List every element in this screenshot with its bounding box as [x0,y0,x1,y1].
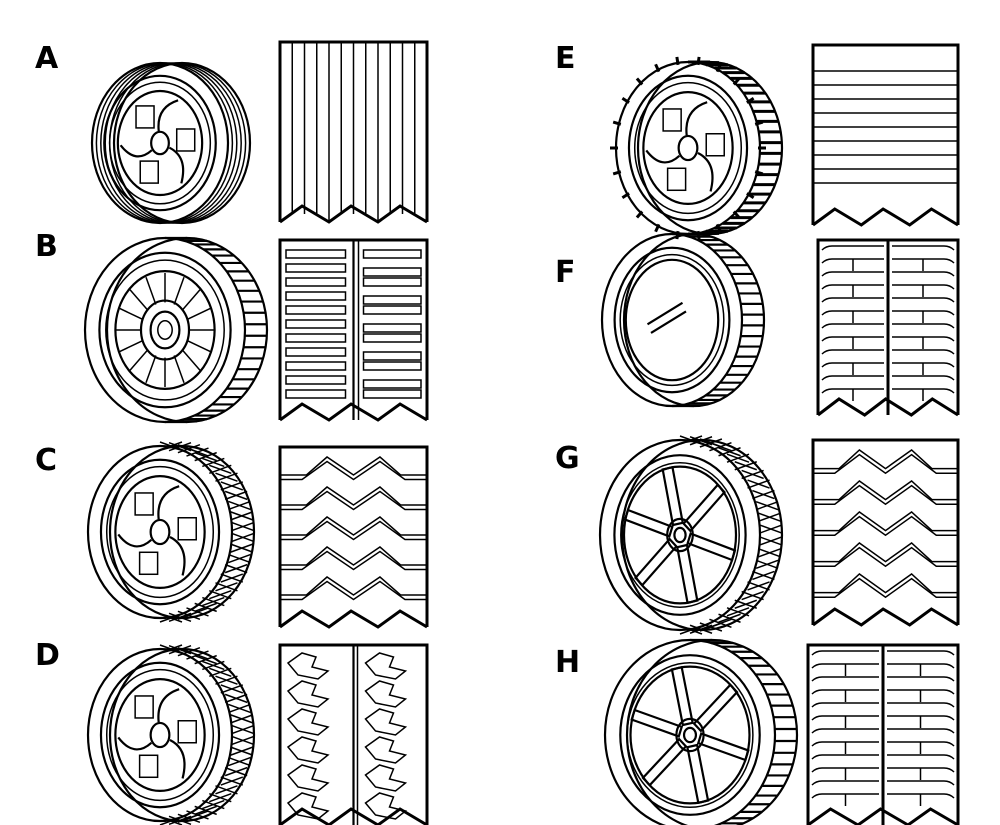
panel-e: E [555,41,960,240]
panel-label-f: F [555,255,576,290]
wheel-f [600,232,766,408]
panel-h: H [555,638,960,825]
panel-label-g: G [555,441,580,476]
panel-label-h: H [555,645,580,680]
wheel-h [603,638,799,825]
panel-label-b: B [35,229,58,264]
panel-label-a: A [35,41,59,76]
tread-pattern-g [811,438,960,627]
tread-pattern-c [278,445,429,629]
wheel-a [90,61,252,225]
wheel-d [86,644,256,825]
panel-label-c: C [35,443,57,478]
tread-pattern-b [278,238,429,422]
panel-f: F [555,232,960,417]
panel-d: D [35,638,429,825]
panel-label-d: D [35,638,60,673]
wheel-g [598,435,784,635]
wheel-b [83,236,269,424]
panel-label-e: E [555,41,576,76]
wheel-e [610,56,784,240]
panel-b: B [35,229,429,424]
tread-pattern-e [811,43,960,227]
tread-pattern-d [278,643,429,825]
wheel-c [86,441,256,623]
tread-pattern-h [806,643,960,825]
panel-c: C [35,441,429,629]
tread-pattern-f [816,238,960,417]
tread-pattern-a [278,40,429,224]
panel-a: A [35,40,429,225]
panel-g: G [555,435,960,635]
